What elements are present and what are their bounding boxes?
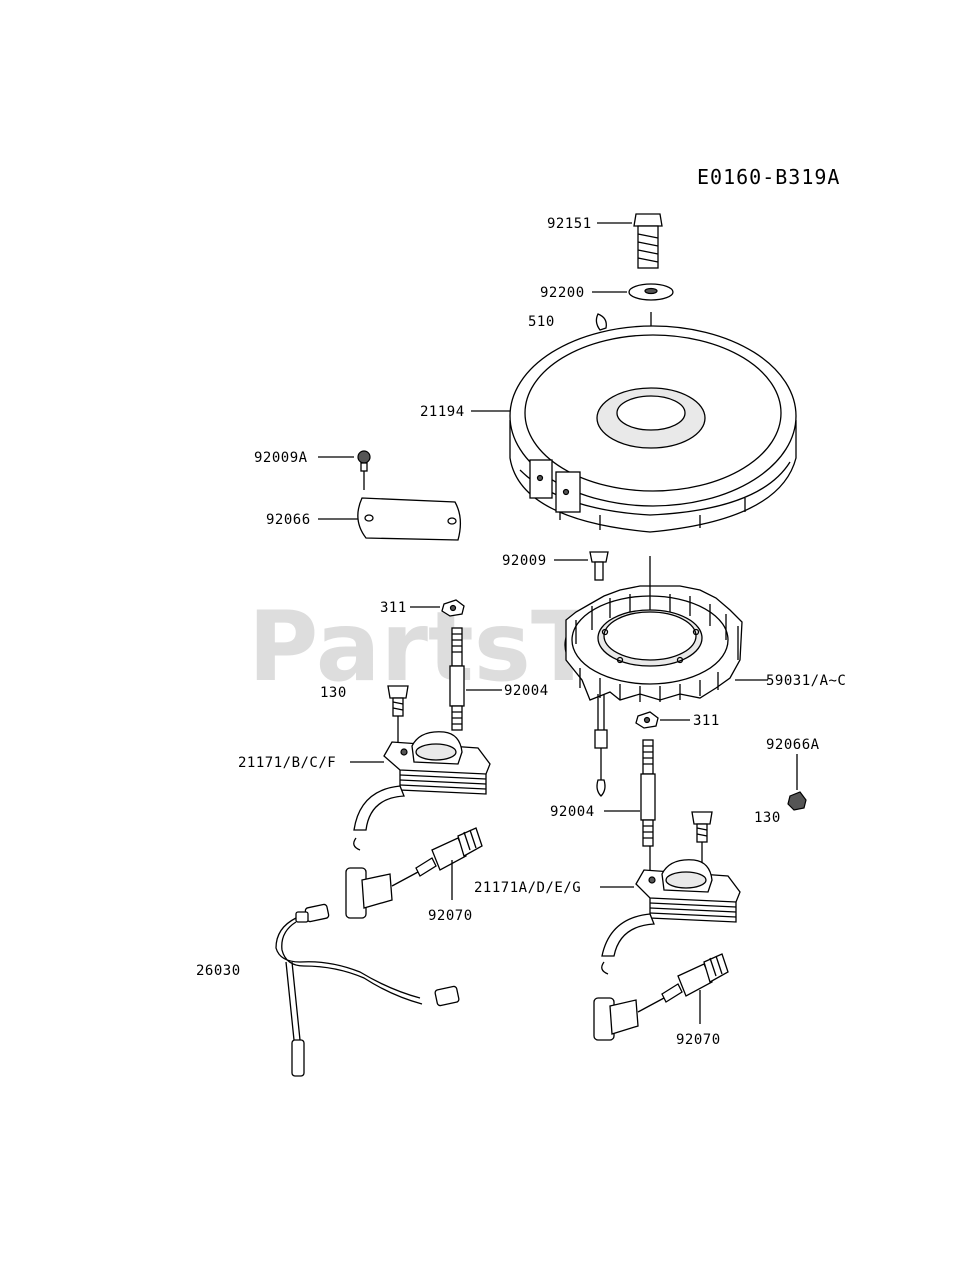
label-92151: 92151 <box>547 216 592 232</box>
label-311-left: 311 <box>380 600 407 616</box>
label-92066A: 92066A <box>766 737 820 753</box>
label-92070-right: 92070 <box>676 1032 721 1048</box>
label-92004-right: 92004 <box>550 804 595 820</box>
spark-plug-92070-right[interactable] <box>661 953 729 1024</box>
bolt-130-left[interactable] <box>387 685 409 742</box>
label-92004-left: 92004 <box>504 683 549 699</box>
bolt-92151[interactable] <box>633 213 663 269</box>
stud-92004-right[interactable] <box>640 739 656 847</box>
label-92070-left: 92070 <box>428 908 473 924</box>
spark-plug-92070-left[interactable] <box>415 827 483 900</box>
label-130-right: 130 <box>754 810 781 826</box>
label-21194: 21194 <box>420 404 465 420</box>
bolt-92009[interactable] <box>589 551 609 581</box>
flywheel-21194[interactable] <box>509 325 797 533</box>
ignition-coil-21171-bcf[interactable] <box>345 731 491 919</box>
label-130-left: 130 <box>320 685 347 701</box>
ignition-coil-21171-adeg[interactable] <box>593 846 741 1041</box>
washer-92200[interactable] <box>628 283 674 301</box>
stator-59031[interactable] <box>564 556 743 797</box>
wire-harness-26030[interactable] <box>275 903 460 1077</box>
label-26030: 26030 <box>196 963 241 979</box>
label-92009: 92009 <box>502 553 547 569</box>
label-59031: 59031/A~C <box>766 673 846 689</box>
nut-92066A[interactable] <box>787 754 807 811</box>
label-311-right: 311 <box>693 713 720 729</box>
stud-92004-left[interactable] <box>449 627 465 731</box>
label-21171-adeg: 21171A/D/E/G <box>474 880 581 896</box>
label-92009A: 92009A <box>254 450 308 466</box>
nut-311-left[interactable] <box>441 599 465 617</box>
label-92066: 92066 <box>266 512 311 528</box>
screw-92009A[interactable] <box>357 450 371 490</box>
label-92200: 92200 <box>540 285 585 301</box>
label-21171-bcf: 21171/B/C/F <box>238 755 336 771</box>
nut-311-right[interactable] <box>635 711 659 729</box>
label-510: 510 <box>528 314 555 330</box>
plate-92066[interactable] <box>357 497 462 541</box>
diagram-code: E0160-B319A <box>697 165 840 189</box>
